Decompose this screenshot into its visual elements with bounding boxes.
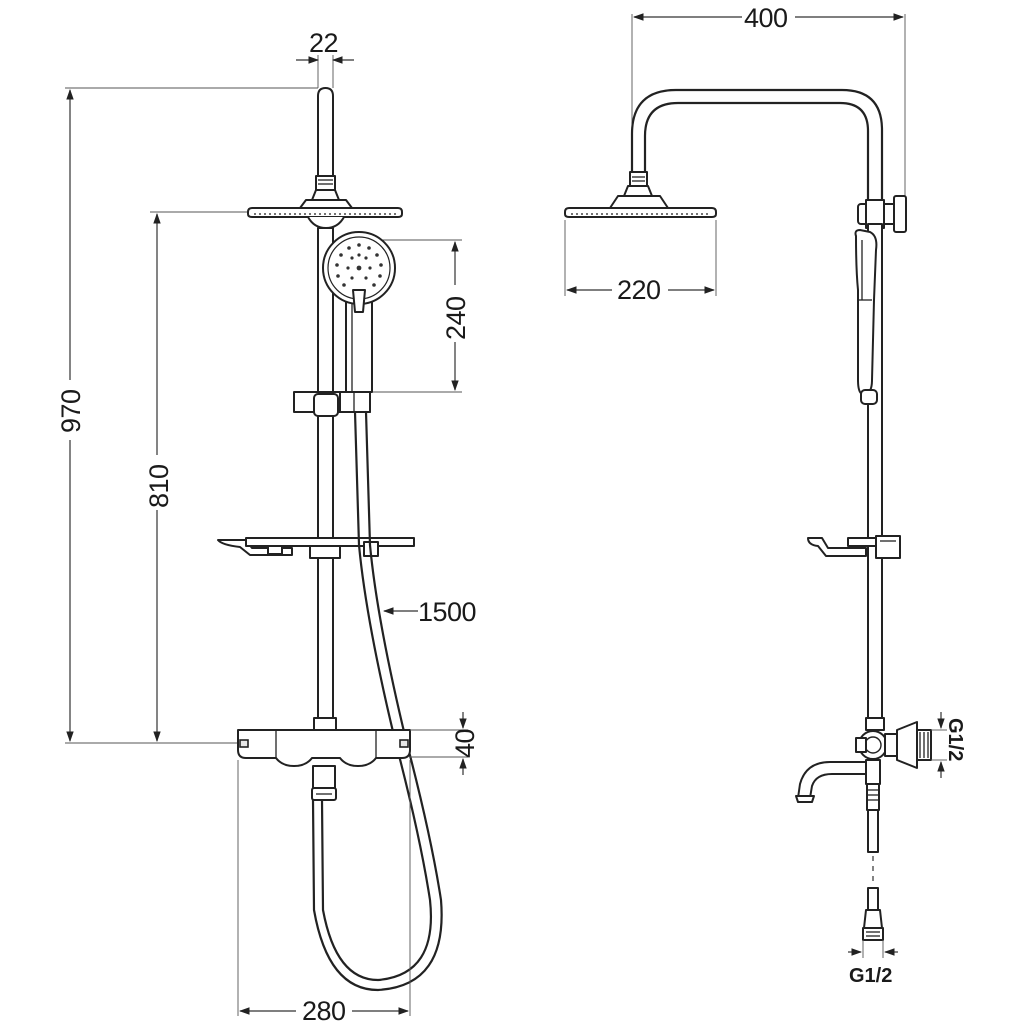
overhead-shower-head-side [564, 195, 717, 218]
dimension-hose-length: 1500 [382, 597, 477, 627]
spray-nozzles [335, 243, 383, 287]
supply-pipe [862, 759, 884, 941]
dimension-thread-side: G1/2 [931, 712, 966, 778]
label-hand-shower-length: 240 [441, 296, 471, 340]
slide-bracket [293, 391, 371, 417]
dimension-mixer-width: 280 [237, 760, 411, 1024]
front-view: 22 970 810 240 [56, 28, 480, 1024]
slide-rail [317, 227, 334, 723]
bath-spout [795, 761, 867, 803]
dimension-rail-height: 810 [144, 211, 248, 743]
label-rail-height: 810 [144, 464, 174, 508]
hand-shower-side [854, 229, 878, 405]
overhead-pipe [311, 87, 340, 201]
side-view: 400 220 [564, 3, 966, 987]
label-total-height: 970 [56, 389, 86, 433]
label-mixer-height: 40 [450, 729, 480, 758]
label-mixer-width: 280 [302, 996, 346, 1024]
dimension-mixer-height: 40 [410, 712, 480, 775]
label-thread-bottom: G1/2 [849, 965, 892, 987]
dimension-thread-bottom: G1/2 [848, 940, 898, 987]
overhead-arm [623, 88, 884, 202]
dimension-hand-shower-length: 240 [372, 239, 471, 393]
overhead-shower-head [247, 199, 403, 229]
dimension-pipe-diameter: 22 [296, 28, 354, 88]
label-head-width: 220 [617, 275, 661, 305]
mixer-side [855, 717, 932, 769]
label-arm-reach: 400 [744, 3, 788, 33]
thermostatic-mixer [237, 717, 411, 801]
label-hose-length: 1500 [418, 597, 476, 627]
dimension-head-width: 220 [564, 220, 717, 305]
shelf-side [807, 535, 901, 559]
label-pipe-diameter: 22 [309, 28, 338, 58]
dimension-arm-reach: 400 [631, 3, 906, 196]
shower-hose [311, 410, 443, 992]
shelf [217, 537, 415, 559]
dimension-total-height: 970 [56, 87, 318, 744]
label-thread-side: G1/2 [944, 718, 966, 761]
hand-shower [322, 231, 396, 393]
